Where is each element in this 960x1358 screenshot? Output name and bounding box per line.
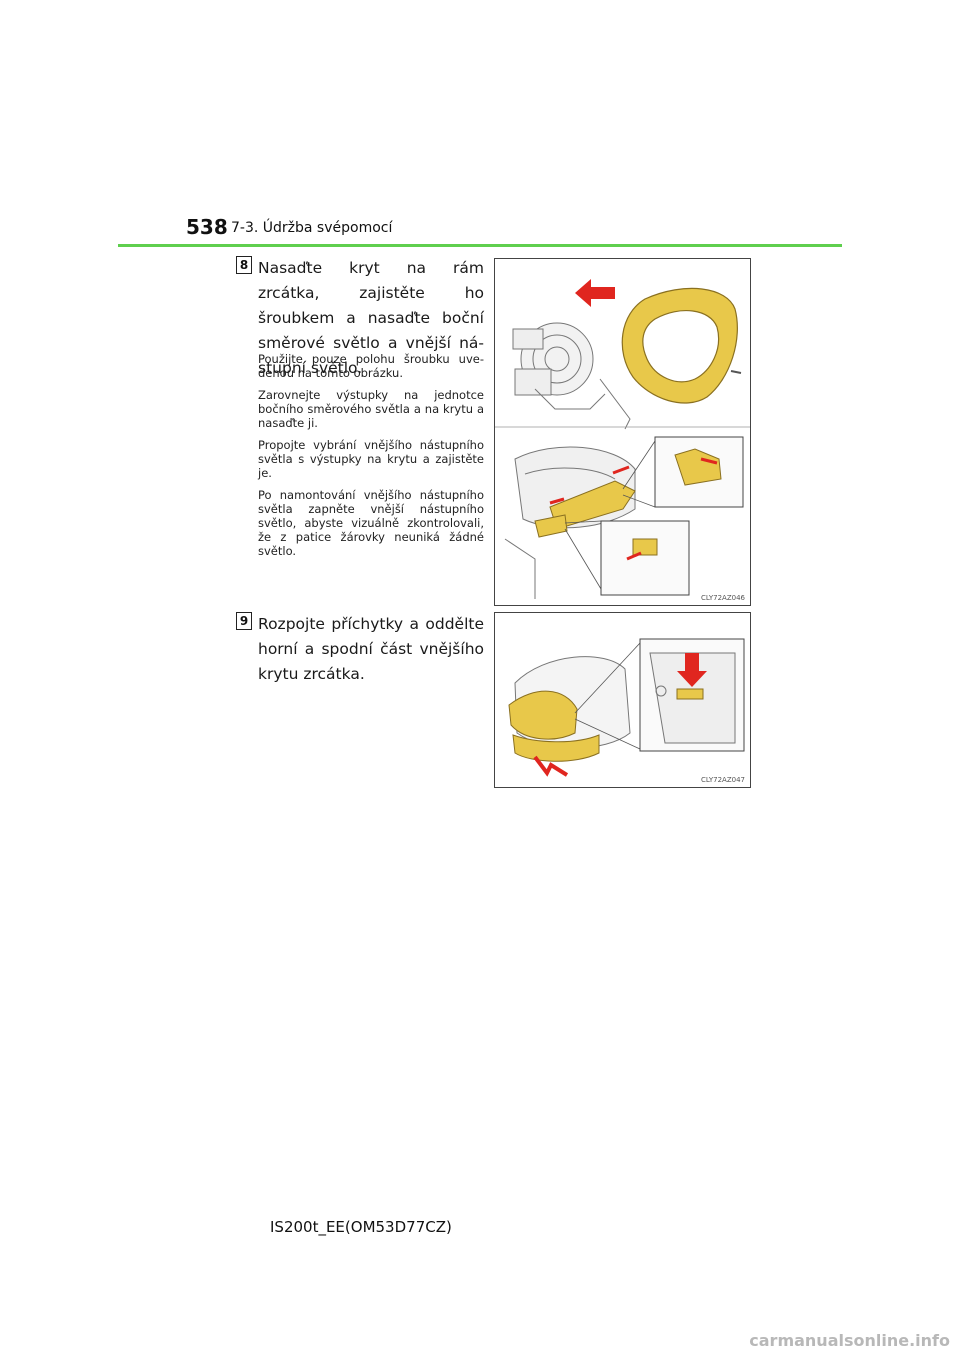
step-9-instruction: Rozpojte příchytky a oddělte hor­ní a sp… [258, 615, 484, 683]
step-8-note-2: Zarovnejte výstupky na jednotce bočního … [258, 388, 484, 430]
model-code: IS200t_EE(OM53D77CZ) [270, 1218, 452, 1236]
watermark: carmanualsonline.info [749, 1331, 950, 1350]
turn-signal-unit [534, 480, 636, 538]
figure-code-8: CLY72AZ046 [701, 594, 746, 602]
press-arrow-down [677, 653, 707, 687]
mirror-cover-assembly-drawing: CLY72AZ046 [495, 279, 750, 602]
separate-arrow-down [533, 755, 569, 777]
clip-icon [676, 688, 704, 700]
step-8-note-4: Po namontování vnějšího nástupního světl… [258, 488, 484, 558]
outer-cover-parts [508, 690, 600, 762]
screw-icon [730, 370, 742, 374]
step-8-note-1: Použijte pouze polohu šroubku uve­denou … [258, 352, 484, 380]
section-title: 7-3. Údržba svépomocí [231, 220, 393, 236]
figure-code-9: CLY72AZ047 [701, 776, 745, 784]
mirror-cover-separation-drawing: CLY72AZ047 [508, 638, 745, 784]
step-8-illustration: CLY72AZ046 [494, 258, 751, 606]
step-number-8: 8 [236, 256, 252, 274]
step-number-9: 9 [236, 612, 252, 630]
step-8-instruction: Nasaďte kryt na rám zrcátka, za­jistěte … [258, 259, 484, 377]
header-divider [118, 244, 842, 247]
step-8-notes: Použijte pouze polohu šroubku uve­denou … [258, 352, 484, 566]
step-9-illustration: CLY72AZ047 [494, 612, 751, 788]
step-8-note-3: Propojte vybrání vnějšího nástupního svě… [258, 438, 484, 480]
install-arrow-1 [612, 465, 630, 475]
mirror-motor-drawing [512, 322, 631, 430]
detail-box-courtesy-light [600, 520, 690, 596]
install-arrow-2 [549, 497, 565, 505]
move-arrow-left [575, 279, 615, 307]
mirror-cover-frame [621, 287, 738, 404]
page-number: 538 [186, 215, 228, 239]
